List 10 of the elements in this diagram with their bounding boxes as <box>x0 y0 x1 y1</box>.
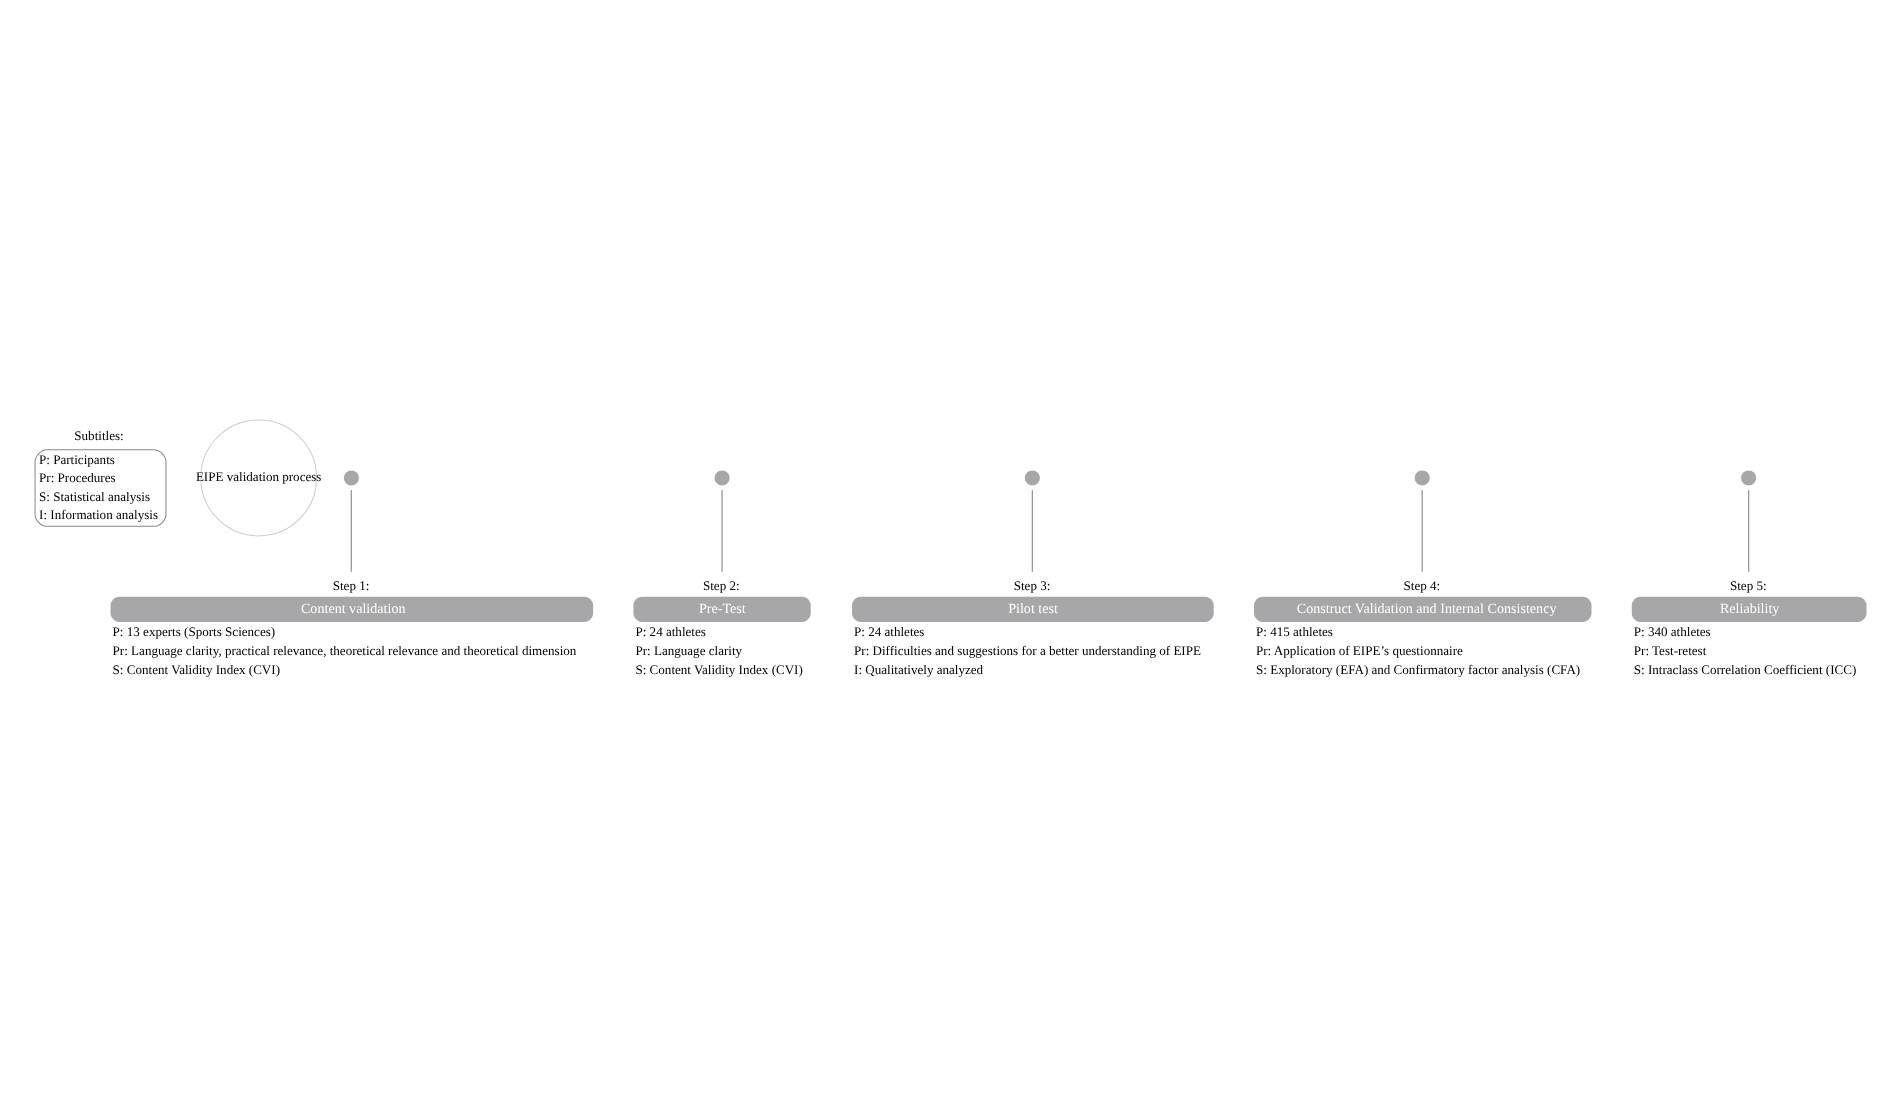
node-circle <box>342 469 360 487</box>
node-circle <box>1023 469 1041 487</box>
node-circle <box>1413 469 1431 487</box>
connector <box>350 489 352 573</box>
connector <box>1031 489 1033 573</box>
node-circle <box>1740 469 1758 487</box>
node-circle <box>713 469 731 487</box>
connector <box>1421 489 1423 573</box>
connector <box>1747 489 1750 573</box>
connector <box>721 489 723 573</box>
